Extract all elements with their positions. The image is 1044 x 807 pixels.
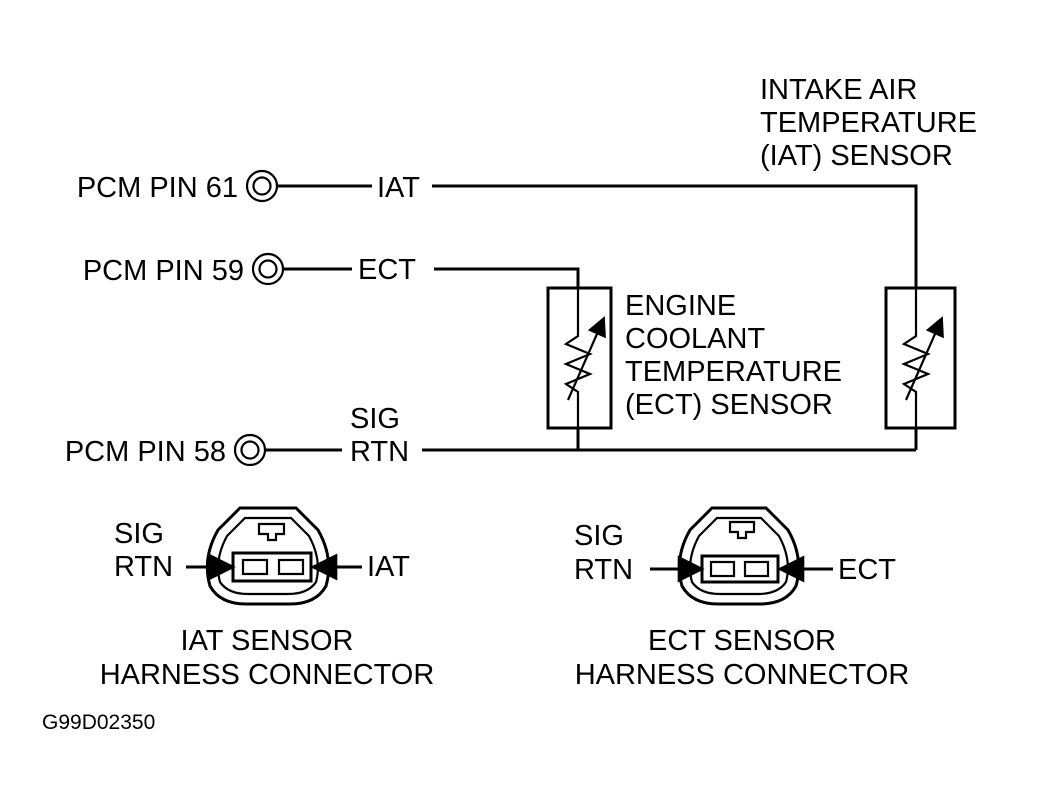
ect-connector-caption-1: ECT SENSOR	[648, 625, 836, 657]
ect-sensor-label-1: ENGINE	[625, 290, 736, 322]
iat-sensor-label-3: (IAT) SENSOR	[760, 140, 953, 172]
sig-rtn-wire-label-sig: SIG	[350, 403, 400, 435]
ect-sensor-label-3: TEMPERATURE	[625, 356, 842, 388]
ect-wire	[283, 267, 580, 288]
iat-connector-iat-label: IAT	[367, 551, 410, 583]
iat-wire	[277, 184, 918, 288]
iat-connector-rtn-label: RTN	[114, 551, 173, 583]
ect-sensor-symbol	[546, 286, 613, 450]
ect-connector-caption-2: HARNESS CONNECTOR	[575, 659, 910, 691]
pcm-pin-61-label: PCM PIN 61	[77, 172, 238, 204]
figure-id: G99D02350	[42, 711, 155, 734]
iat-sensor-label-1: INTAKE AIR	[760, 74, 917, 106]
pcm-pin-59-terminal	[251, 252, 285, 286]
ect-sensor-label-4: (ECT) SENSOR	[625, 389, 833, 421]
ect-connector-sig-label: SIG	[574, 520, 624, 552]
ect-sensor-label-2: COOLANT	[625, 323, 765, 355]
ect-connector-rtn-label: RTN	[574, 554, 633, 586]
iat-wire-label: IAT	[377, 172, 420, 204]
pcm-pin-61-terminal	[245, 169, 279, 203]
iat-sensor-label-2: TEMPERATURE	[760, 107, 977, 139]
pcm-pin-58-label: PCM PIN 58	[65, 436, 226, 468]
ect-connector-ect-label: ECT	[838, 554, 896, 586]
iat-connector-caption-1: IAT SENSOR	[181, 625, 354, 657]
pcm-pin-58-terminal	[233, 433, 267, 467]
iat-sensor-symbol	[884, 286, 957, 450]
ect-harness-connector	[650, 506, 833, 606]
iat-connector-sig-label: SIG	[114, 518, 164, 550]
sig-rtn-wire-label-rtn: RTN	[350, 436, 409, 468]
iat-harness-connector	[186, 506, 362, 606]
pcm-pin-59-label: PCM PIN 59	[83, 255, 244, 287]
iat-connector-caption-2: HARNESS CONNECTOR	[100, 659, 435, 691]
ect-wire-label: ECT	[358, 254, 416, 286]
